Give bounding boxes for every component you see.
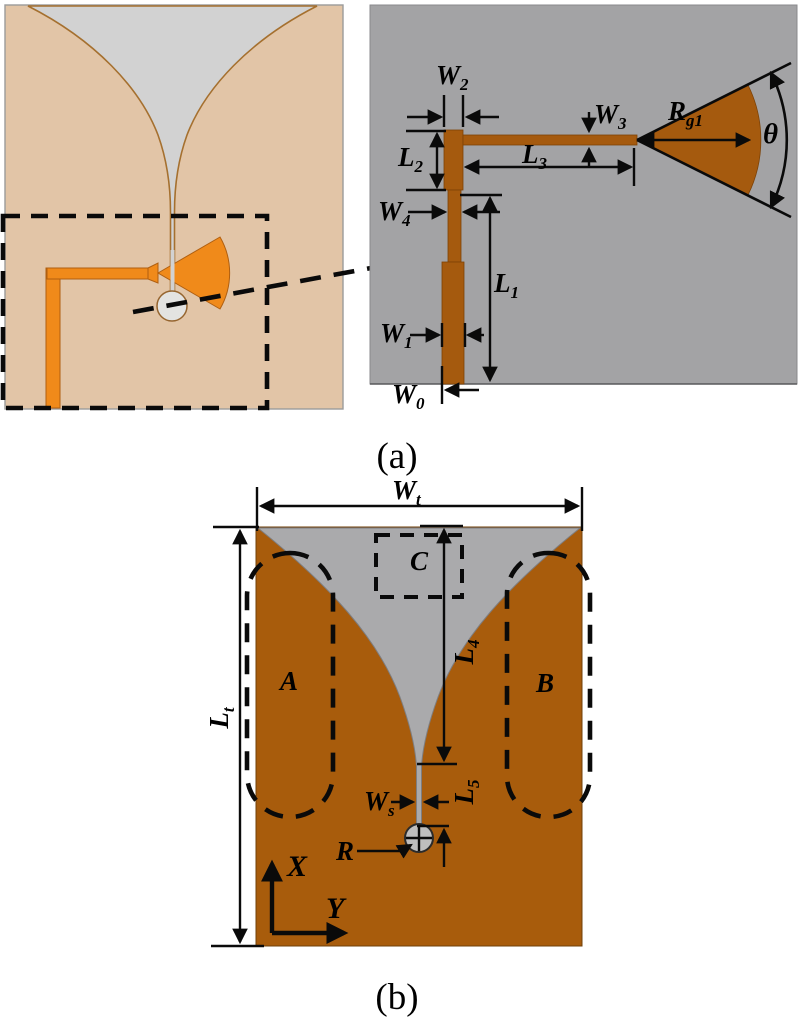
detail-dimensions [406, 95, 752, 404]
label-w4: W4 [378, 196, 411, 230]
caption-a: (a) [376, 436, 418, 477]
feed-horizontal-strip [46, 267, 149, 280]
label-l1: L1 [494, 268, 519, 302]
line-l3 [462, 134, 638, 146]
label-l5: L5 [448, 779, 483, 805]
zoom-leader-line [132, 260, 399, 315]
region-b-outline [504, 550, 593, 820]
label-l3: L3 [522, 139, 547, 173]
theta-arc [769, 70, 789, 210]
label-axis-x: X [287, 850, 308, 883]
panel-a-antenna-overview [0, 4, 399, 411]
label-region-a: A [280, 666, 299, 696]
label-l4: L4 [448, 639, 483, 665]
slot-line-overlay [170, 250, 175, 292]
coordinate-axes [261, 859, 349, 944]
panel-b-radiator [211, 487, 593, 948]
label-l2: L2 [398, 142, 423, 176]
via-cross [406, 825, 432, 851]
label-r: R [336, 836, 355, 866]
line-w4 [447, 189, 462, 263]
feed-taper [147, 262, 159, 284]
stub-w2 [443, 129, 464, 191]
zoom-region-box [0, 213, 270, 411]
label-axis-y: Y [326, 892, 345, 925]
fan-edge-upper [636, 61, 792, 142]
label-lt: Lt [203, 707, 238, 729]
feed-vertical-strip [45, 267, 61, 409]
caption-b: (b) [375, 977, 419, 1017]
region-a-outline [244, 550, 336, 820]
region-c-outline [374, 533, 464, 599]
r-leader [357, 843, 413, 859]
radiator-dimensions [211, 487, 584, 948]
label-theta: θ [763, 118, 779, 150]
label-ws: Ws [364, 786, 395, 820]
label-w0: W0 [392, 379, 425, 413]
label-w3: W3 [594, 99, 627, 133]
label-wt: Wt [392, 475, 421, 509]
label-w1: W1 [380, 318, 413, 352]
label-region-c: C [410, 546, 429, 576]
panel-a-feed-detail [369, 4, 798, 404]
label-region-b: B [536, 668, 555, 698]
ground-plane [369, 4, 798, 385]
line-w1 [441, 261, 465, 385]
label-w2: W2 [436, 60, 469, 94]
label-rg1: Rg1 [668, 96, 704, 130]
fan-angle-construction [636, 61, 792, 219]
feed-fan-stub [157, 236, 231, 310]
fan-edge-lower [636, 138, 792, 219]
feed-network [45, 236, 231, 409]
